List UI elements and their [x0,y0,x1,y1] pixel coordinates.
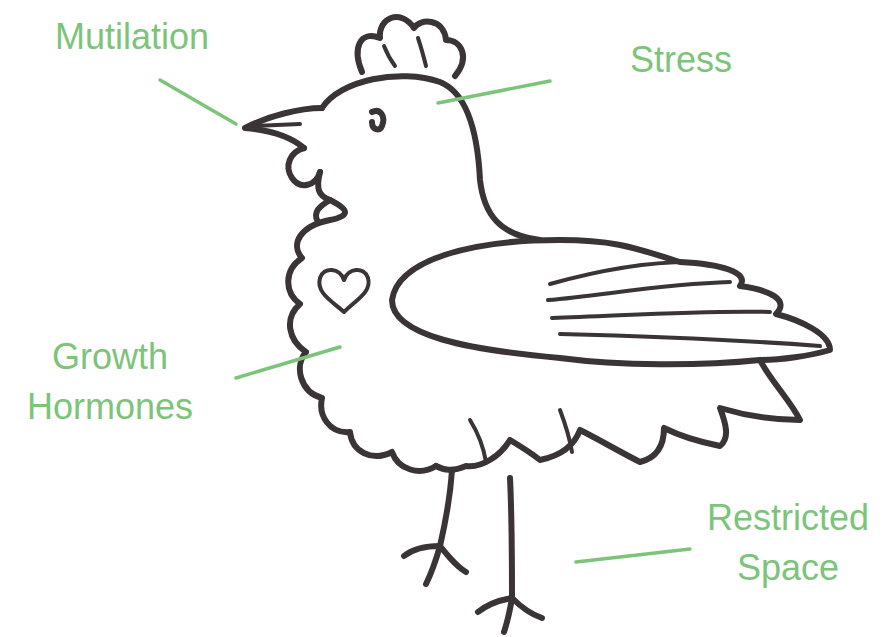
leader-lines [160,80,690,562]
callout-label: Restricted Space [692,493,883,593]
callout-label: Stress [630,35,830,85]
callout-label: Growth Hormones [10,332,210,432]
callout-label: Mutilation [55,12,295,62]
